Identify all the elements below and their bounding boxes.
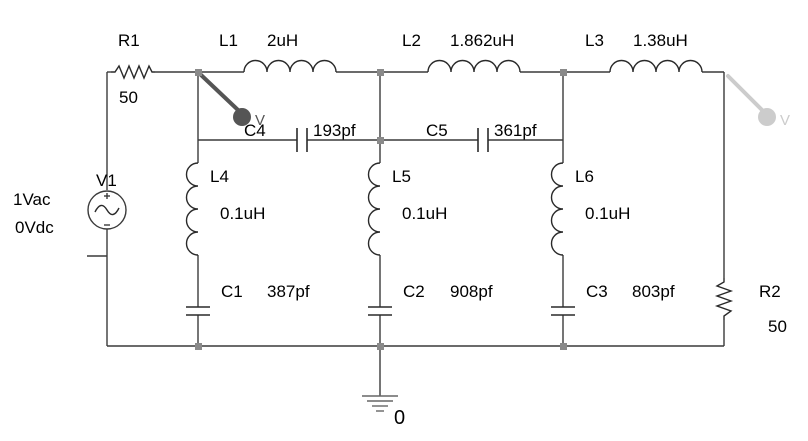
ground-label: 0 [394, 407, 405, 429]
l2-name: L2 [402, 31, 421, 50]
junction-node [377, 343, 384, 350]
junction-node [560, 69, 567, 76]
ground-symbol[interactable]: 0 [362, 395, 405, 429]
resistor-r1[interactable]: R1 50 [111, 31, 155, 107]
v1-name: V1 [96, 171, 117, 190]
voltage-source-v1[interactable]: V1 1Vac 0Vdc [13, 171, 127, 237]
l4-value: 0.1uH [220, 204, 265, 223]
l4-name: L4 [210, 167, 229, 186]
c1-value: 387pf [267, 282, 310, 301]
r1-name: R1 [118, 31, 140, 50]
probe-input-label: V [255, 112, 265, 129]
c2-value: 908pf [450, 282, 493, 301]
v1-dc-value: 0Vdc [15, 218, 54, 237]
inductor-l4[interactable]: L4 0.1uH [185, 162, 266, 256]
c3-value: 803pf [632, 282, 675, 301]
voltage-probe-output[interactable]: V [726, 74, 790, 129]
junction-node [560, 343, 567, 350]
l6-value: 0.1uH [585, 204, 630, 223]
capacitor-c2[interactable]: C2 908pf [368, 282, 493, 316]
l1-name: L1 [219, 31, 238, 50]
junction-node [377, 69, 384, 76]
inductor-l6[interactable]: L6 0.1uH [550, 162, 631, 256]
capacitor-c1[interactable]: C1 387pf [186, 282, 310, 316]
inductor-l2[interactable]: L2 1.862uH [402, 31, 521, 73]
junction-node [195, 69, 202, 76]
inductor-l3[interactable]: L3 1.38uH [585, 31, 703, 73]
c5-name: C5 [426, 121, 448, 140]
capacitor-c3[interactable]: C3 803pf [551, 282, 675, 316]
capacitor-c4[interactable]: C4 193pf [244, 121, 356, 152]
junction-node [377, 137, 384, 144]
c5-value: 361pf [494, 121, 537, 140]
inductor-l5[interactable]: L5 0.1uH [367, 162, 448, 256]
voltage-probe-input[interactable]: V [198, 72, 265, 129]
junction-nodes [195, 69, 567, 350]
junction-node [195, 343, 202, 350]
resistor-r2[interactable]: R2 50 [714, 278, 787, 336]
c4-value: 193pf [313, 121, 356, 140]
l5-name: L5 [392, 167, 411, 186]
r2-name: R2 [759, 282, 781, 301]
c2-name: C2 [403, 282, 425, 301]
l2-value: 1.862uH [450, 31, 514, 50]
probe-output-label: V [780, 112, 790, 129]
l1-value: 2uH [267, 31, 298, 50]
l6-name: L6 [575, 167, 594, 186]
l3-name: L3 [585, 31, 604, 50]
l5-value: 0.1uH [402, 204, 447, 223]
c4-name: C4 [244, 121, 266, 140]
capacitor-c5[interactable]: C5 361pf [426, 121, 537, 152]
v1-ac-value: 1Vac [13, 190, 51, 209]
r1-value: 50 [119, 88, 138, 107]
wires [87, 71, 725, 396]
l3-value: 1.38uH [633, 31, 688, 50]
c3-name: C3 [586, 282, 608, 301]
r2-value: 50 [768, 317, 787, 336]
c1-name: C1 [221, 282, 243, 301]
inductor-l1[interactable]: L1 2uH [219, 31, 337, 73]
